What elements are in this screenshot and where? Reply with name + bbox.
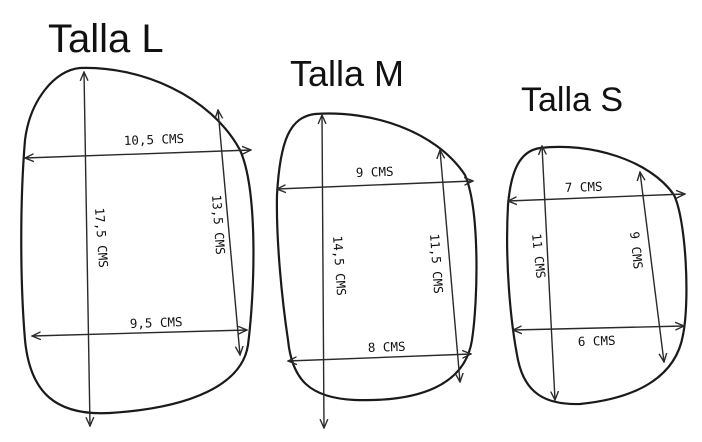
size-s-left-height-line [542, 146, 555, 400]
size-m-bottom-width-line [288, 354, 471, 361]
size-m-group: Talla M 9 CMS 8 CMS 14,5 CMS 11,5 CMS [275, 53, 478, 428]
size-l-group: Talla L 10,5 CMS 9,5 CMS 17,5 CMS 13,5 C… [20, 17, 255, 426]
size-m-title: Talla M [290, 53, 404, 94]
size-m-left-height-label: 14,5 CMS [330, 235, 349, 296]
size-l-left-height-label: 17,5 CMS [92, 207, 111, 268]
size-m-bottom-width-label: 8 CMS [368, 339, 406, 355]
size-m-top-width-label: 9 CMS [356, 164, 394, 180]
size-l-right-height-line [218, 110, 240, 355]
size-s-top-width-line [508, 194, 685, 201]
size-l-top-width-line [25, 150, 251, 158]
size-s-right-height-line [640, 172, 664, 362]
size-s-bottom-width-label: 6 CMS [578, 333, 616, 349]
size-s-top-width-label: 7 CMS [565, 179, 603, 195]
size-l-bottom-width-line [32, 330, 247, 336]
size-l-bottom-width-label: 9,5 CMS [130, 314, 183, 331]
size-s-title: Talla S [521, 81, 623, 119]
size-l-right-height-label: 13,5 CMS [209, 194, 228, 255]
size-l-left-height-line [84, 72, 90, 426]
size-m-right-height-line [440, 150, 460, 382]
size-l-top-width-label: 10,5 CMS [124, 131, 185, 148]
size-s-group: Talla S 7 CMS 6 CMS 11 CMS 9 CMS [506, 81, 688, 406]
size-s-left-height-label: 11 CMS [529, 233, 549, 279]
size-m-right-height-label: 11,5 CMS [427, 233, 446, 294]
size-m-left-height-line [322, 115, 324, 428]
size-s-right-height-label: 9 CMS [627, 231, 646, 270]
size-l-title: Talla L [48, 17, 164, 61]
size-s-bottom-width-line [513, 326, 684, 330]
